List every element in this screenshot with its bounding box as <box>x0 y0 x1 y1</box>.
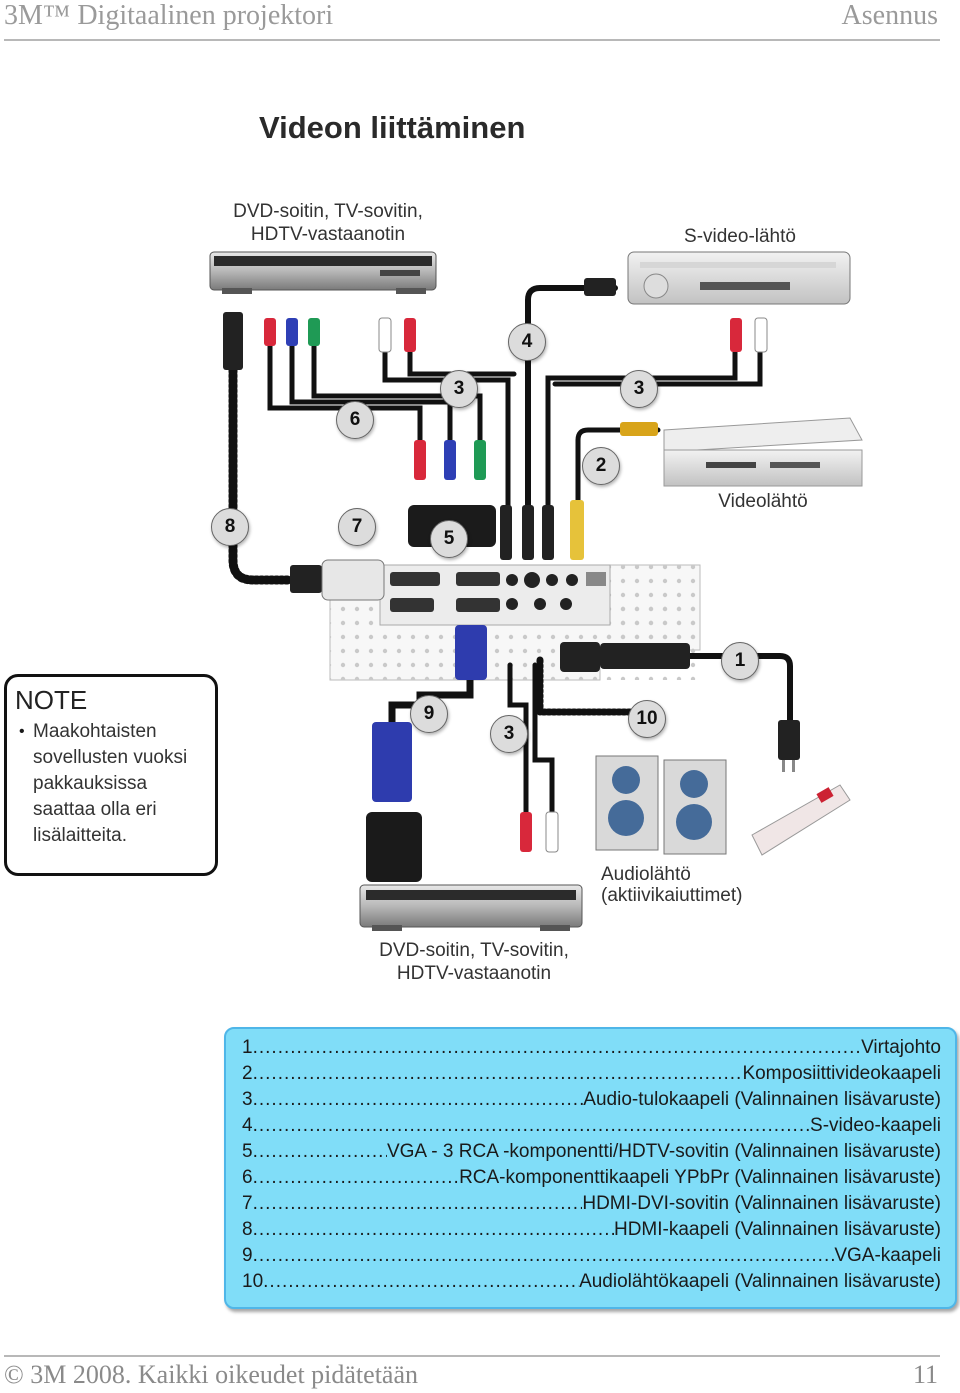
legend-row-leader <box>253 1167 459 1189</box>
legend-row: 6 RCA-komponenttikaapeli YPbPr (Valinnai… <box>242 1167 941 1193</box>
dvd-bottom-label-line2: HDTV-vastaanotin <box>396 963 552 984</box>
legend-row-text: VGA-kaapeli <box>834 1245 941 1266</box>
legend-row: 2 Komposiittivideokaapeli <box>242 1063 941 1089</box>
legend-row: 7 HDMI-DVI-sovitin (Valinnainen lisävarus… <box>242 1193 941 1219</box>
dvd-top-label-line2: HDTV-vastaanotin <box>250 224 406 245</box>
legend-row-leader <box>253 1141 387 1163</box>
connection-diagram <box>209 251 863 931</box>
legend-row-text: RCA-komponenttikaapeli YPbPr (Valinnaine… <box>459 1167 941 1188</box>
callout-7: 7 <box>338 508 376 546</box>
dvd-bottom-label: DVD-soitin, TV-sovitin, HDTV-vastaanotin <box>356 939 592 985</box>
legend-row-number: 1 <box>242 1037 253 1058</box>
callout-3-audio-in: 3 <box>490 715 528 753</box>
legend-row-number: 2 <box>242 1063 253 1084</box>
legend-row-number: 10 <box>242 1271 264 1292</box>
legend-row-leader <box>263 1271 579 1293</box>
legend-row-leader <box>253 1115 810 1137</box>
legend-row-leader <box>253 1037 861 1059</box>
legend-row-leader <box>253 1245 835 1267</box>
svideo-out-label: S-video-lähtö <box>684 226 796 247</box>
callout-1: 1 <box>721 642 759 680</box>
legend-row-text: Audio-tulokaapeli (Valinnainen lisävarus… <box>583 1089 941 1110</box>
dvd-top-label: DVD-soitin, TV-sovitin, HDTV-vastaanotin <box>210 200 446 246</box>
dvd-player-bottom <box>359 884 583 931</box>
note-box: NOTE • Maakohtaisten sovellusten vuoksi … <box>4 674 218 876</box>
page-header: 3M™ Digitaalinen projektori Asennus <box>0 0 960 42</box>
power-strip <box>751 784 851 856</box>
legend-row: 1 Virtajohto <box>242 1037 941 1063</box>
legend-row-number: 5 <box>242 1141 253 1162</box>
dvd-player-top <box>209 251 437 294</box>
callout-10: 10 <box>628 700 666 738</box>
callout-2: 2 <box>582 447 620 485</box>
legend-row-text: HDMI-DVI-sovitin (Valinnainen lisävarust… <box>582 1193 941 1214</box>
legend-row: 3 Audio-tulokaapeli (Valinnainen lisävaru… <box>242 1089 941 1115</box>
legend-row-leader <box>253 1089 584 1111</box>
connectors <box>223 278 800 882</box>
svideo-source-device <box>627 251 851 305</box>
callout-5: 5 <box>430 520 468 558</box>
header-section-title: Asennus <box>841 0 938 31</box>
dvd-bottom-label-line1: DVD-soitin, TV-sovitin, <box>379 940 569 961</box>
callout-3-dvd-audio: 3 <box>440 370 478 408</box>
note-title: NOTE <box>15 685 88 715</box>
legend-row-text: Virtajohto <box>861 1037 941 1058</box>
legend-row-text: Komposiittivideokaapeli <box>742 1063 941 1084</box>
audio-out-label-line2: (aktiivikaiuttimet) <box>601 885 743 906</box>
callout-3-svideo-audio: 3 <box>620 370 658 408</box>
callout-6: 6 <box>336 401 374 439</box>
legend-row: 8 HDMI-kaapeli (Valinnainen lisävaruste) <box>242 1219 941 1245</box>
legend-row-number: 4 <box>242 1115 253 1136</box>
legend-row-text: S-video-kaapeli <box>810 1115 941 1136</box>
legend-row-number: 7 <box>242 1193 253 1214</box>
legend-row-leader <box>253 1193 583 1215</box>
legend-row-text: HDMI-kaapeli (Valinnainen lisävaruste) <box>613 1219 941 1240</box>
legend-row: 10 Audiolähtökaapeli (Valinnainen lisäva… <box>242 1271 941 1297</box>
legend-row-leader <box>253 1219 614 1241</box>
page-number: 11 <box>912 1360 938 1389</box>
legend-row-text: VGA - 3 RCA -komponentti/HDTV-sovitin (V… <box>386 1141 941 1162</box>
callout-8: 8 <box>211 508 249 546</box>
speakers <box>595 755 727 855</box>
video-out-label: Videolähtö <box>718 491 808 512</box>
legend-row-number: 3 <box>242 1089 253 1110</box>
legend-row-number: 8 <box>242 1219 253 1240</box>
cable-legend: 1Virtajohto 2Komposiittivideokaapeli 3Au… <box>224 1027 957 1309</box>
footer-divider <box>4 1355 940 1357</box>
legend-row-leader <box>253 1063 743 1085</box>
note-text: Maakohtaisten sovellusten vuoksi pakkauk… <box>33 721 188 846</box>
page-title: Videon liittäminen <box>259 110 526 145</box>
legend-row-number: 6 <box>242 1167 253 1188</box>
legend-row: 9 VGA-kaapeli <box>242 1245 941 1271</box>
legend-row-number: 9 <box>242 1245 253 1266</box>
legend-row-text: Audiolähtökaapeli (Valinnainen lisävarus… <box>579 1271 941 1292</box>
legend-row: 4 S-video-kaapeli <box>242 1115 941 1141</box>
callout-9: 9 <box>410 695 448 733</box>
footer-copyright: © 3M 2008. Kaikki oikeudet pidätetään <box>4 1360 418 1389</box>
legend-row: 5 VGA - 3 RCA -komponentti/HDTV-sovitin (… <box>242 1141 941 1167</box>
note-bullet: • <box>19 723 25 740</box>
audio-out-label-line1: Audiolähtö <box>601 864 691 885</box>
dvd-top-label-line1: DVD-soitin, TV-sovitin, <box>233 201 423 222</box>
header-product-title: 3M™ Digitaalinen projektori <box>4 0 334 31</box>
header-divider <box>4 39 940 41</box>
callout-4: 4 <box>508 323 546 361</box>
video-source-device <box>663 417 863 487</box>
audio-out-label: Audiolähtö (aktiivikaiuttimet) <box>601 864 742 906</box>
